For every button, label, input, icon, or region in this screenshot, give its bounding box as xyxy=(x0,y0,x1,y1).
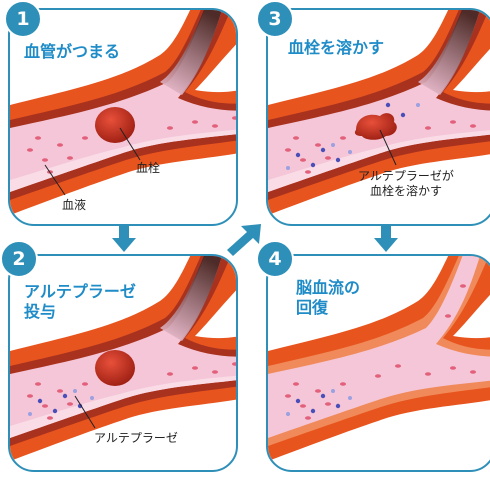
dissolve-label: アルテプラーゼが 血栓を溶かす xyxy=(358,169,454,199)
down-arrow-3-to-4 xyxy=(374,226,398,254)
dissolve-label-line2: 血栓を溶かす xyxy=(358,184,454,199)
panel-2-title-line2: 投与 xyxy=(24,302,136,322)
panel-1-title: 血管がつまる xyxy=(24,42,120,62)
step-badge-2: 2 xyxy=(0,240,38,278)
step-badge-3: 3 xyxy=(256,0,294,38)
blood-label: 血液 xyxy=(62,198,86,213)
clot xyxy=(95,107,135,143)
down-arrow-1-to-2 xyxy=(112,226,136,254)
clot xyxy=(95,350,135,386)
panel-2: アルテプラーゼ 投与 アルテプラーゼ xyxy=(8,254,238,472)
panel-2-title: アルテプラーゼ 投与 xyxy=(24,282,136,322)
alteplase-label: アルテプラーゼ xyxy=(94,431,178,446)
step-badge-1: 1 xyxy=(4,0,42,38)
dissolve-label-line1: アルテプラーゼが xyxy=(358,169,454,184)
panel-4-title-line2: 回復 xyxy=(296,298,360,318)
panel-4-title: 脳血流の 回復 xyxy=(296,278,360,318)
panel-4: 脳血流の 回復 xyxy=(266,254,490,472)
panel-2-title-line1: アルテプラーゼ xyxy=(24,282,136,302)
panel-1: 血管がつまる 血栓 血液 xyxy=(8,8,238,226)
panel-4-title-line1: 脳血流の xyxy=(296,278,360,298)
step-badge-4: 4 xyxy=(256,240,294,278)
panel-3-title: 血栓を溶かす xyxy=(288,38,384,58)
clot-label: 血栓 xyxy=(136,161,160,176)
panel-3: 血栓を溶かす アルテプラーゼが 血栓を溶かす xyxy=(266,8,490,226)
